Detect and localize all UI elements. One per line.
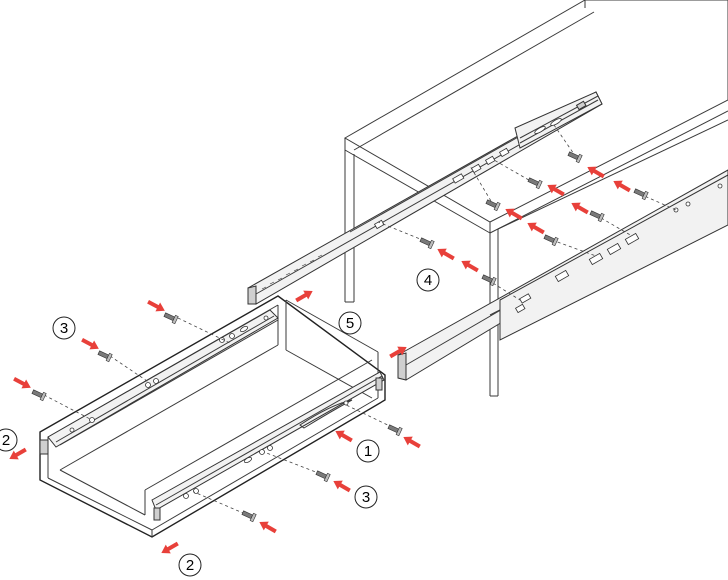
red-arrow-icon: [81, 338, 99, 350]
drawer-outline: [39, 295, 386, 538]
step-3-label-right: 3: [362, 489, 370, 506]
screw-icon: [481, 274, 497, 287]
drawer-right-slide-member: [151, 371, 385, 521]
red-arrow-icon: [389, 346, 407, 359]
red-arrows: [9, 166, 631, 554]
red-arrow-icon: [295, 290, 313, 303]
step-number-icon: 4: [416, 268, 440, 292]
screw-icon: [589, 210, 605, 223]
step-number-icon: 3: [354, 485, 378, 509]
red-arrow-icon: [147, 300, 165, 312]
step-2-label-bottom: 2: [186, 557, 194, 574]
step-5-label: 5: [346, 315, 354, 332]
red-arrow-icon: [547, 184, 565, 197]
red-arrow-icon: [527, 222, 545, 235]
step-1-label: 1: [364, 443, 372, 460]
cabinet-top-panel: [343, 0, 728, 223]
screw-icon: [31, 389, 47, 402]
cabinet-edge: [353, 11, 595, 151]
red-arrow-icon: [505, 208, 523, 221]
screw-icon: [163, 312, 179, 325]
screw-icon: [485, 199, 501, 212]
red-arrow-icon: [613, 180, 631, 193]
red-arrow-icon: [9, 447, 27, 460]
step-4-label: 4: [424, 272, 432, 289]
screw-icon: [567, 151, 583, 164]
step-callouts: 1 2 2 3 3 4 5: [0, 268, 440, 577]
screw-icon: [419, 237, 435, 250]
red-arrow-icon: [571, 202, 589, 215]
screws: [31, 151, 649, 523]
screw-icon: [633, 188, 649, 201]
step-3-label-left: 3: [60, 320, 68, 337]
red-arrow-icon: [461, 260, 479, 273]
cabinet-left-slide-rail: [247, 91, 603, 305]
step-number-icon: 2: [0, 428, 18, 452]
red-arrow-icon: [587, 166, 605, 179]
cabinet-edge: [497, 119, 728, 230]
red-arrow-icon: [335, 430, 353, 443]
step-number-icon: 1: [356, 439, 380, 463]
screw-icon: [387, 424, 403, 437]
red-arrow-icon: [403, 436, 421, 449]
step-number-icon: 5: [338, 311, 362, 335]
red-arrow-icon: [437, 248, 455, 261]
screw-icon: [543, 234, 559, 247]
cabinet-edge: [344, 149, 491, 234]
screw-icon: [527, 177, 543, 190]
step-number-icon: 3: [52, 316, 76, 340]
red-arrow-icon: [13, 377, 31, 389]
cabinet: [343, 0, 728, 397]
red-arrow-icon: [161, 541, 179, 554]
screw-icon: [241, 510, 257, 523]
red-arrow-icon: [259, 521, 277, 534]
cabinet-right-slide-rail: [397, 169, 728, 381]
release-lever: [299, 399, 353, 429]
step-2-label-left: 2: [2, 432, 10, 449]
cabinet-edge: [489, 110, 728, 234]
step-number-icon: 2: [178, 553, 202, 577]
red-arrow-icon: [333, 480, 351, 493]
rail-teeth: [261, 254, 323, 290]
drawer-left-slide-member: [39, 309, 279, 455]
screw-icon: [97, 350, 113, 363]
screw-icon: [315, 470, 331, 483]
